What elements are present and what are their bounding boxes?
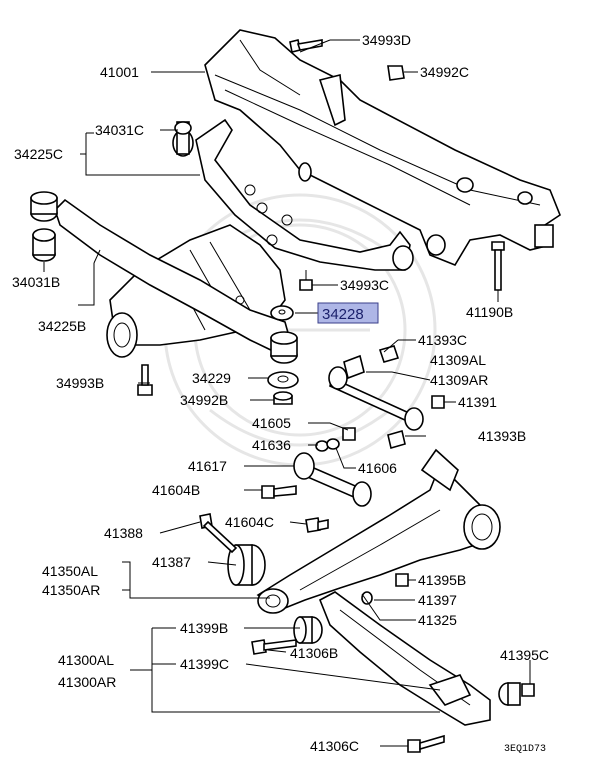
label-41387[interactable]: 41387: [152, 554, 191, 570]
diff-support-member-drawing: [195, 118, 446, 271]
label-34993b[interactable]: 34993B: [56, 375, 104, 391]
bolt-41604b-drawing: [261, 485, 297, 499]
label-41617[interactable]: 41617: [188, 458, 227, 474]
label-41393c[interactable]: 41393C: [418, 332, 467, 348]
label-41190b[interactable]: 41190B: [466, 304, 513, 320]
bolt-41306c-drawing: [407, 734, 445, 753]
label-41391[interactable]: 41391: [458, 394, 497, 410]
bolt-34993c-drawing: [299, 270, 313, 291]
label-34225c[interactable]: 34225C: [14, 146, 63, 162]
label-41399b[interactable]: 41399B: [180, 620, 228, 636]
bushing-41399b-drawing: [293, 616, 323, 644]
label-41399c[interactable]: 41399C: [180, 656, 229, 672]
label-34228[interactable]: 34228: [322, 306, 364, 323]
label-41300al[interactable]: 41300AL: [58, 652, 114, 668]
washer-41397-drawing: [361, 591, 373, 605]
label-41388[interactable]: 41388: [104, 525, 143, 541]
upper-arm-drawing: [293, 427, 372, 507]
label-34993d[interactable]: 34993D: [362, 32, 411, 48]
label-41300ar[interactable]: 41300AR: [58, 674, 116, 690]
mount-bushing-34031b-drawing: [30, 191, 58, 262]
label-41306b[interactable]: 41306B: [290, 645, 338, 661]
label-41395b[interactable]: 41395B: [418, 572, 466, 588]
bushing-41395c-drawing: [498, 682, 535, 706]
bolt-41388-drawing: [199, 513, 238, 554]
label-41350ar[interactable]: 41350AR: [42, 582, 100, 598]
label-41001[interactable]: 41001: [100, 64, 139, 80]
label-41309al[interactable]: 41309AL: [430, 352, 486, 368]
label-34031c[interactable]: 34031C: [95, 122, 144, 138]
lower-arm-drawing: [256, 448, 501, 614]
label-34031b[interactable]: 34031B: [12, 274, 60, 290]
label-41636[interactable]: 41636: [252, 437, 291, 453]
label-41604c[interactable]: 41604C: [225, 514, 274, 530]
bolt-41604c-drawing: [305, 517, 329, 533]
label-34229[interactable]: 34229: [192, 370, 231, 386]
crossmember-drawing: [204, 29, 561, 266]
label-41604b[interactable]: 41604B: [152, 482, 200, 498]
label-34225b[interactable]: 34225B: [38, 318, 86, 334]
label-41393b[interactable]: 41393B: [478, 428, 526, 444]
label-41325[interactable]: 41325: [418, 612, 457, 628]
label-41350al[interactable]: 41350AL: [42, 563, 98, 579]
bolt-34993d-drawing: [289, 39, 323, 53]
bushing-34031c-drawing: [172, 121, 194, 157]
washer-34228-drawing: [270, 305, 294, 321]
washer-34229-drawing: [267, 371, 299, 389]
diagram-code: 3EQ1D73: [504, 744, 546, 755]
highlight-box-34228: [317, 302, 379, 324]
label-41606[interactable]: 41606: [358, 460, 397, 476]
label-41306c[interactable]: 41306C: [310, 738, 359, 754]
nut-41393b-drawing: [387, 429, 406, 450]
nut-34992c-drawing: [387, 65, 405, 81]
label-34992b[interactable]: 34992B: [180, 392, 228, 408]
nut-41393c-drawing: [378, 345, 400, 363]
member-bushing-drawing: [270, 331, 298, 364]
label-41605[interactable]: 41605: [252, 415, 291, 431]
nut-34992b-drawing: [273, 391, 293, 405]
nut-41391-drawing: [431, 395, 445, 409]
bolt-34993b-drawing: [137, 364, 153, 396]
leader-lines: [43, 39, 531, 747]
nut-41395b-drawing: [395, 573, 409, 587]
trailing-arm-drawing: [318, 591, 491, 726]
label-41395c[interactable]: 41395C: [500, 647, 549, 663]
bolt-41190b-drawing: [491, 241, 505, 291]
toe-control-rod-drawing: [328, 354, 424, 431]
label-41309ar[interactable]: 41309AR: [430, 372, 488, 388]
label-34992c[interactable]: 34992C: [420, 64, 469, 80]
label-41397[interactable]: 41397: [418, 592, 457, 608]
bolt-41306b-drawing: [251, 639, 297, 655]
label-34993c[interactable]: 34993C: [340, 277, 389, 293]
